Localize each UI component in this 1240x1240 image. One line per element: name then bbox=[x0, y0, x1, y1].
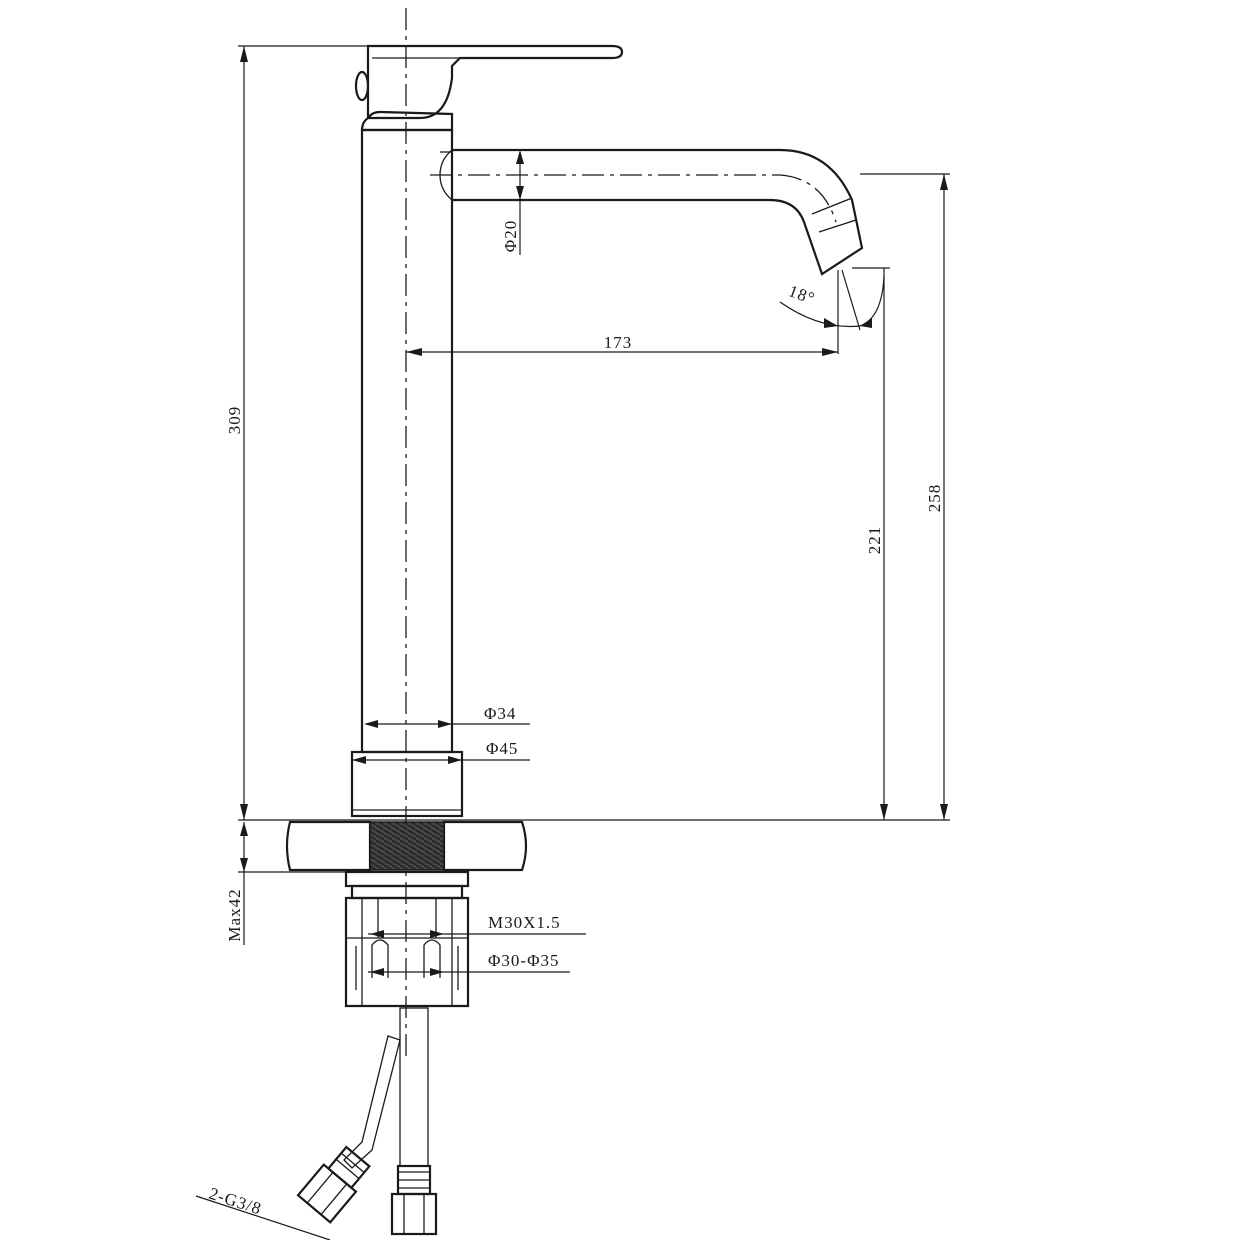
dim-base-diameter: Φ45 bbox=[486, 739, 518, 758]
dim-reach: 173 bbox=[604, 333, 633, 352]
handle-knob bbox=[354, 70, 370, 102]
hose-left bbox=[343, 1035, 401, 1169]
dim-thread: M30X1.5 bbox=[488, 913, 561, 932]
mounting-nut bbox=[344, 870, 470, 1008]
spout bbox=[452, 148, 864, 276]
column bbox=[360, 128, 454, 754]
dim-max-thickness: Max42 bbox=[225, 888, 244, 941]
supply-hoses bbox=[296, 1007, 438, 1236]
hose-right bbox=[399, 1007, 429, 1167]
dim-height-total: 309 bbox=[225, 406, 244, 435]
dim-spout-height: 258 bbox=[925, 484, 944, 513]
countertop-section bbox=[238, 819, 950, 873]
faucet-body bbox=[350, 8, 864, 1060]
base-flange bbox=[350, 750, 464, 818]
lever-handle bbox=[366, 44, 624, 120]
dimensions: 309 Max42 Φ20 258 221 18° 173 bbox=[195, 45, 950, 1240]
dim-spout-diameter: Φ20 bbox=[501, 220, 520, 252]
dim-body-diameter: Φ34 bbox=[484, 704, 516, 723]
dim-hose-connection: 2-G3/8 bbox=[207, 1184, 264, 1219]
dim-angle: 18° bbox=[786, 281, 818, 308]
dim-outlet-height: 221 bbox=[865, 526, 884, 555]
dim-hole-range: Φ30-Φ35 bbox=[488, 951, 560, 970]
cartridge-cap bbox=[360, 110, 454, 132]
